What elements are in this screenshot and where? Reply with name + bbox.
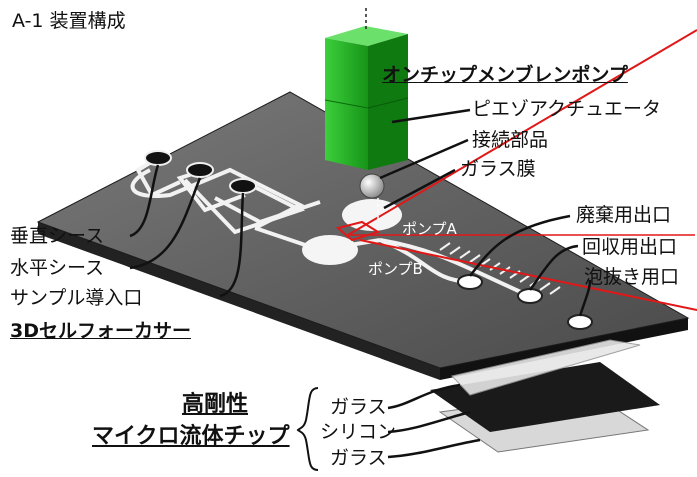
pump-b-chamber [302, 235, 358, 265]
label-vertical-sheath: 垂直シース [10, 225, 105, 247]
label-waste-outlet: 廃棄用出口 [576, 204, 672, 226]
piezo-actuator [324, 26, 409, 170]
label-layer-silicon: シリコン [320, 421, 397, 443]
ports [144, 150, 593, 330]
silicon-layer [430, 362, 660, 432]
connector-ball [359, 173, 385, 199]
chip-bracket [296, 387, 319, 471]
pump-highlight-box [335, 220, 381, 242]
label-chip-line2: マイクロ流体チップ [92, 424, 290, 449]
label-piezo-actuator: ピエゾアクチュエータ [472, 98, 662, 120]
glass-layer-top [451, 339, 641, 396]
label-chip-line1: 高剛性 [181, 392, 248, 417]
laser-line [347, 29, 697, 236]
label-connector: 接続部品 [472, 129, 549, 151]
label-layer-glass-top: ガラス [330, 396, 387, 418]
label-pump-a: ポンプA [402, 220, 457, 238]
label-recovery-outlet: 回収用出口 [582, 236, 678, 258]
leader-lines [129, 108, 592, 459]
label-bubble-outlet: 泡抜き用口 [584, 266, 680, 288]
label-sample-inlet: サンプル導入口 [10, 287, 143, 309]
laser-line-2 [359, 239, 697, 311]
label-horizontal-sheath: 水平シース [10, 257, 105, 279]
label-glass-membrane: ガラス膜 [460, 158, 536, 180]
chip-side-front [38, 222, 440, 380]
label-pump-system: オンチップメンブレンポンプ [382, 64, 628, 86]
diagram-title: A-1 装置構成 [12, 10, 126, 32]
label-pump-b: ポンプB [368, 260, 423, 278]
label-3d-focuser: 3Dセルフォーカサー [10, 320, 191, 342]
label-layer-glass-bottom: ガラス [330, 447, 387, 469]
